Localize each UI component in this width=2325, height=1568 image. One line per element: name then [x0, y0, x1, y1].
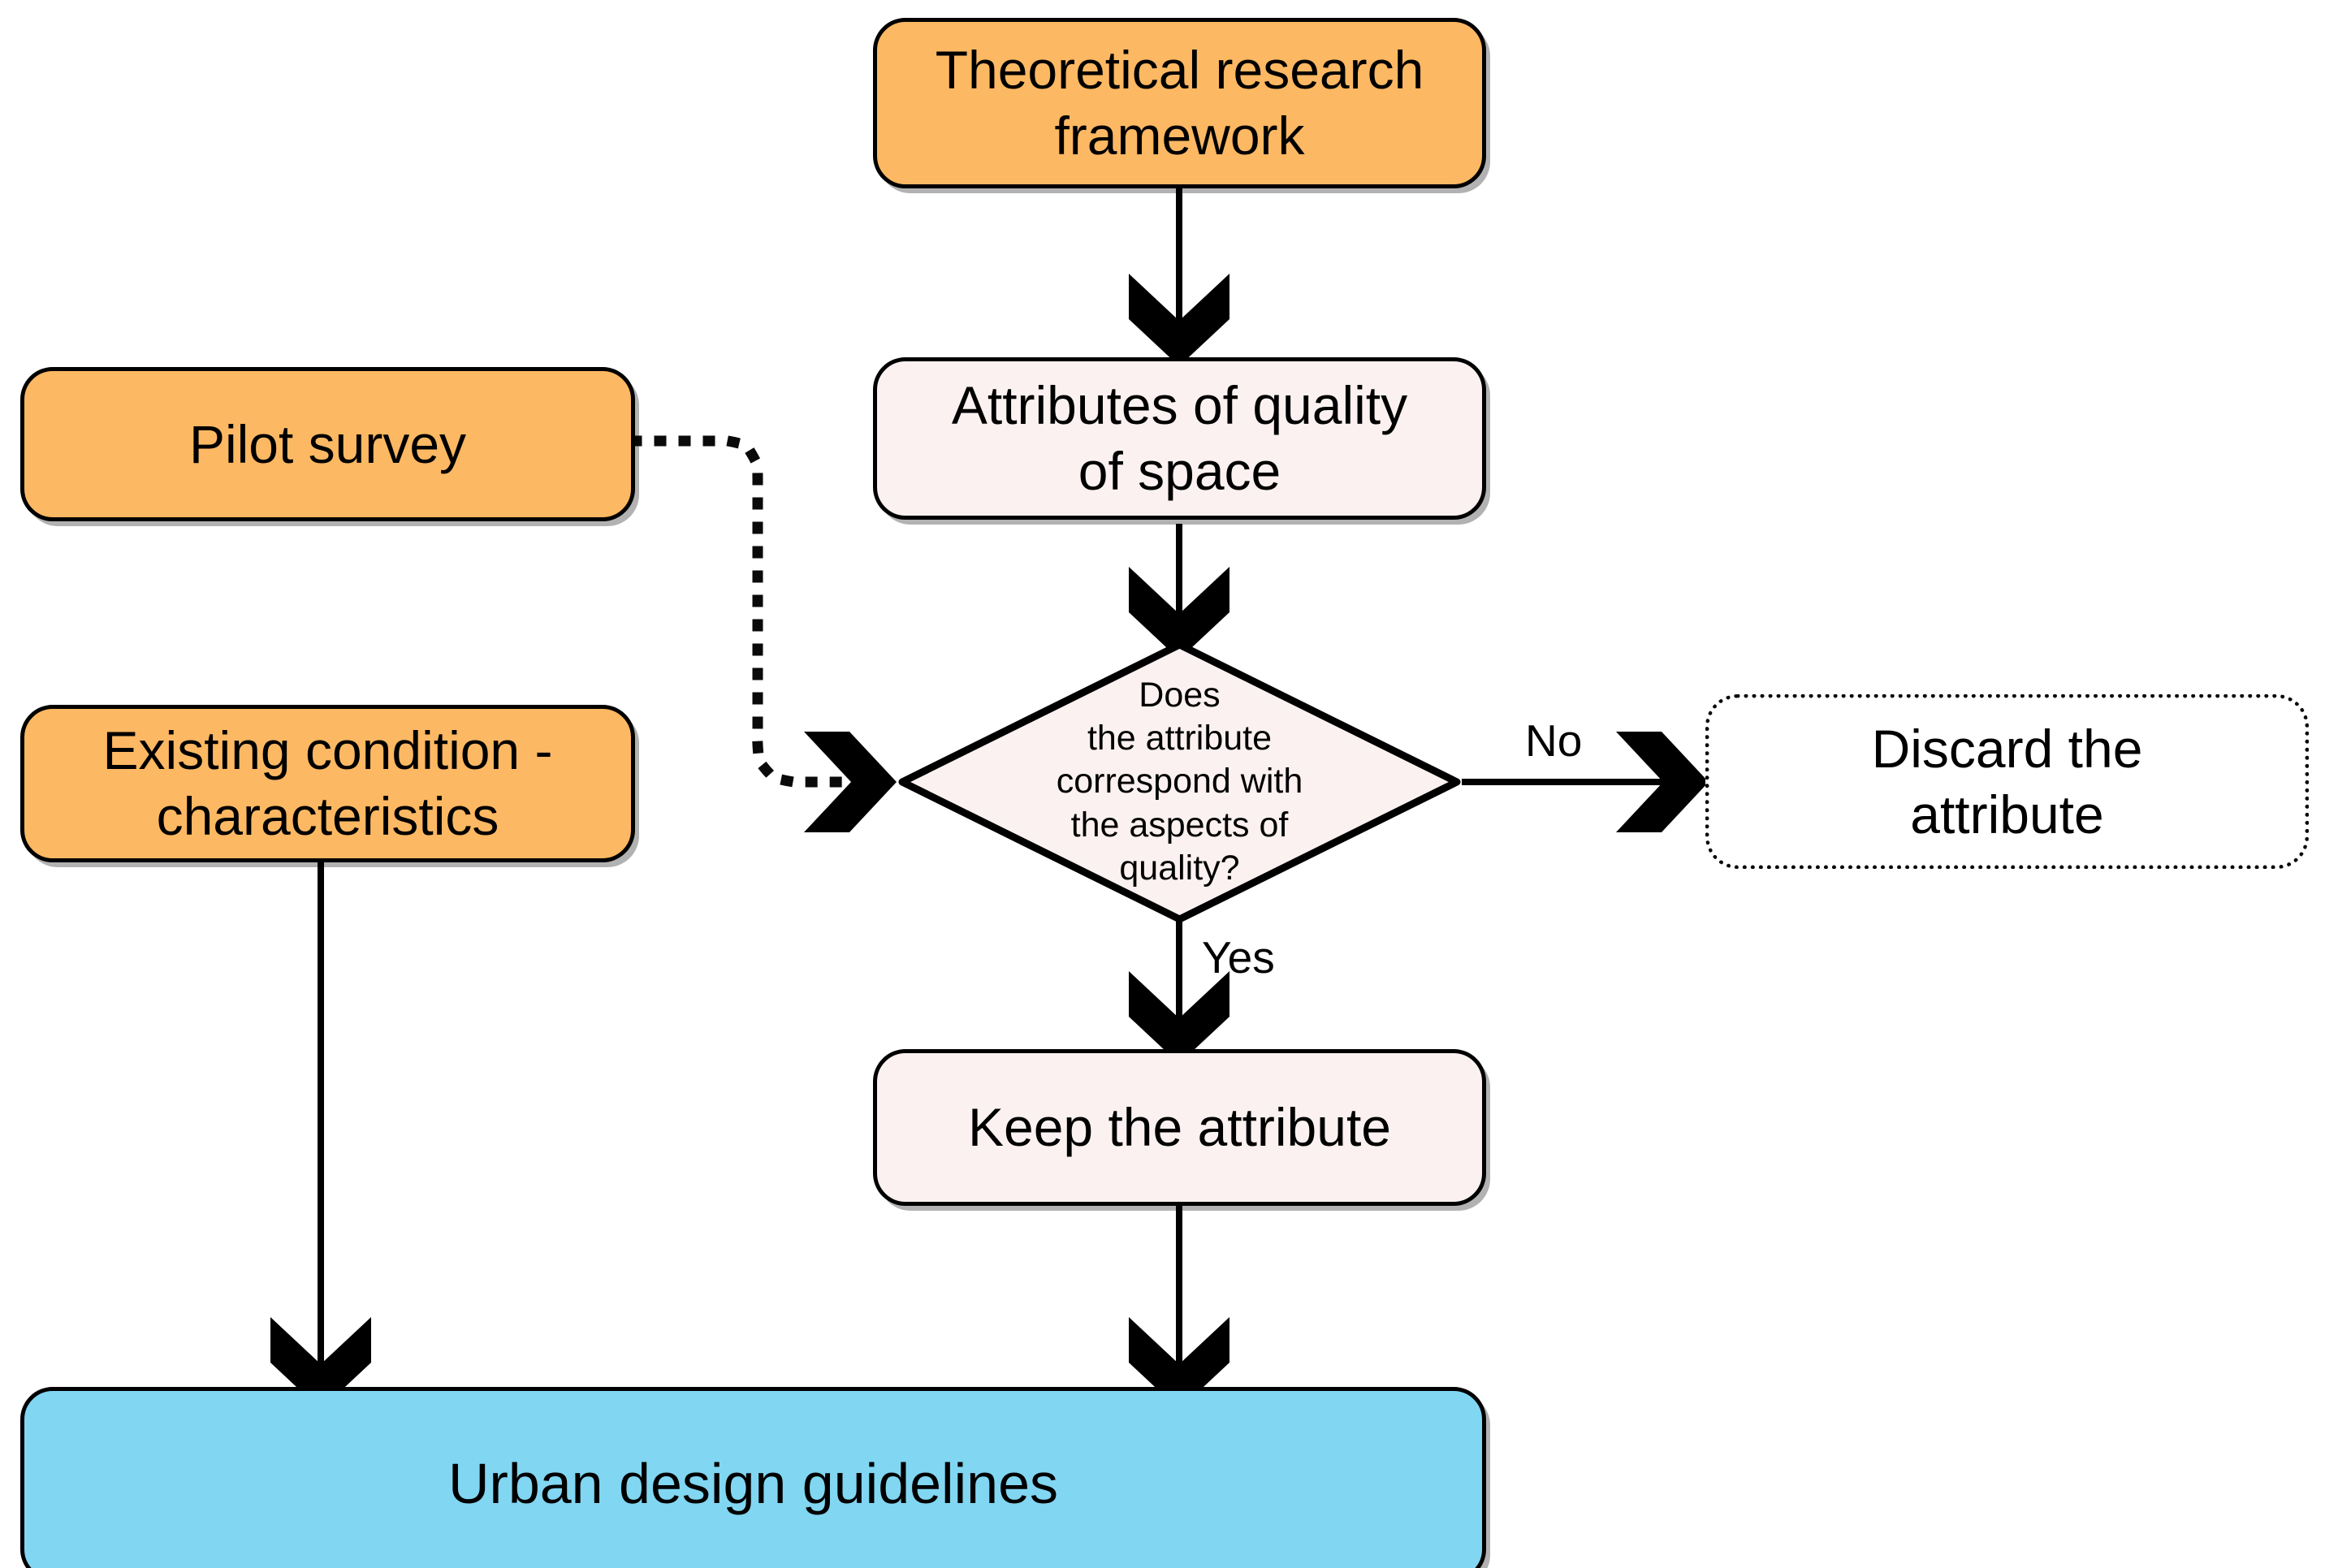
node-theoretical-research-framework[interactable]: Theoretical research framework [873, 18, 1486, 188]
node-attributes-of-quality-of-space[interactable]: Attributes of quality of space [873, 357, 1486, 520]
edge-keep-to-guidelines [1129, 1206, 1229, 1410]
node-existing-condition-characteristics[interactable]: Existing condition - characteristics [20, 705, 635, 862]
edge-label-no: No [1525, 715, 1583, 766]
edge-decision-to-discard [1462, 732, 1709, 832]
edge-framework-to-attributes [1129, 188, 1229, 366]
edge-attributes-to-decision [1129, 524, 1229, 659]
diamond-shape [898, 641, 1461, 923]
node-discard-the-attribute[interactable]: Discard the attribute [1705, 694, 2309, 869]
node-pilot-survey[interactable]: Pilot survey [20, 367, 635, 521]
edge-label-yes: Yes [1202, 932, 1275, 983]
node-urban-design-guidelines[interactable]: Urban design guidelines [20, 1387, 1486, 1568]
decision-label: Does the attribute correspond with the a… [1056, 675, 1303, 888]
edge-existing-to-guidelines [270, 862, 371, 1410]
edge-pilot-to-decision [629, 435, 897, 832]
node-decision-diamond[interactable]: Does the attribute correspond with the a… [897, 640, 1462, 924]
node-keep-the-attribute[interactable]: Keep the attribute [873, 1049, 1486, 1206]
